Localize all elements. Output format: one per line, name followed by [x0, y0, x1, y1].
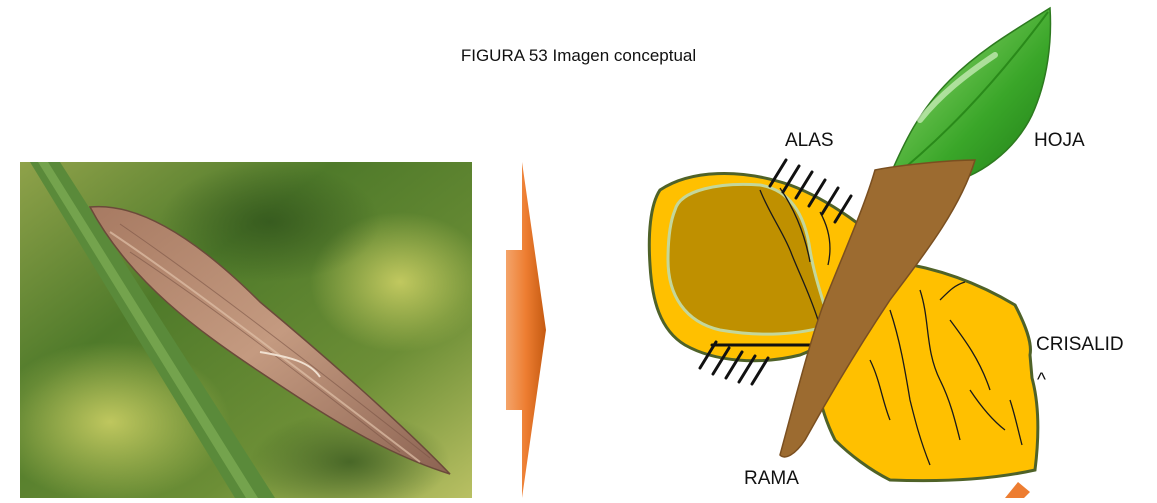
chrysalis-photo	[20, 162, 472, 498]
label-alas: ALAS	[785, 130, 834, 152]
label-hoja: HOJA	[1034, 130, 1085, 152]
label-crisalida-continuation: ^	[1037, 370, 1046, 392]
conceptual-diagram	[620, 0, 1157, 503]
label-crisalida: CRISALID	[1036, 334, 1124, 356]
right-arrow-icon	[502, 162, 548, 503]
label-rama: RAMA	[744, 468, 799, 490]
